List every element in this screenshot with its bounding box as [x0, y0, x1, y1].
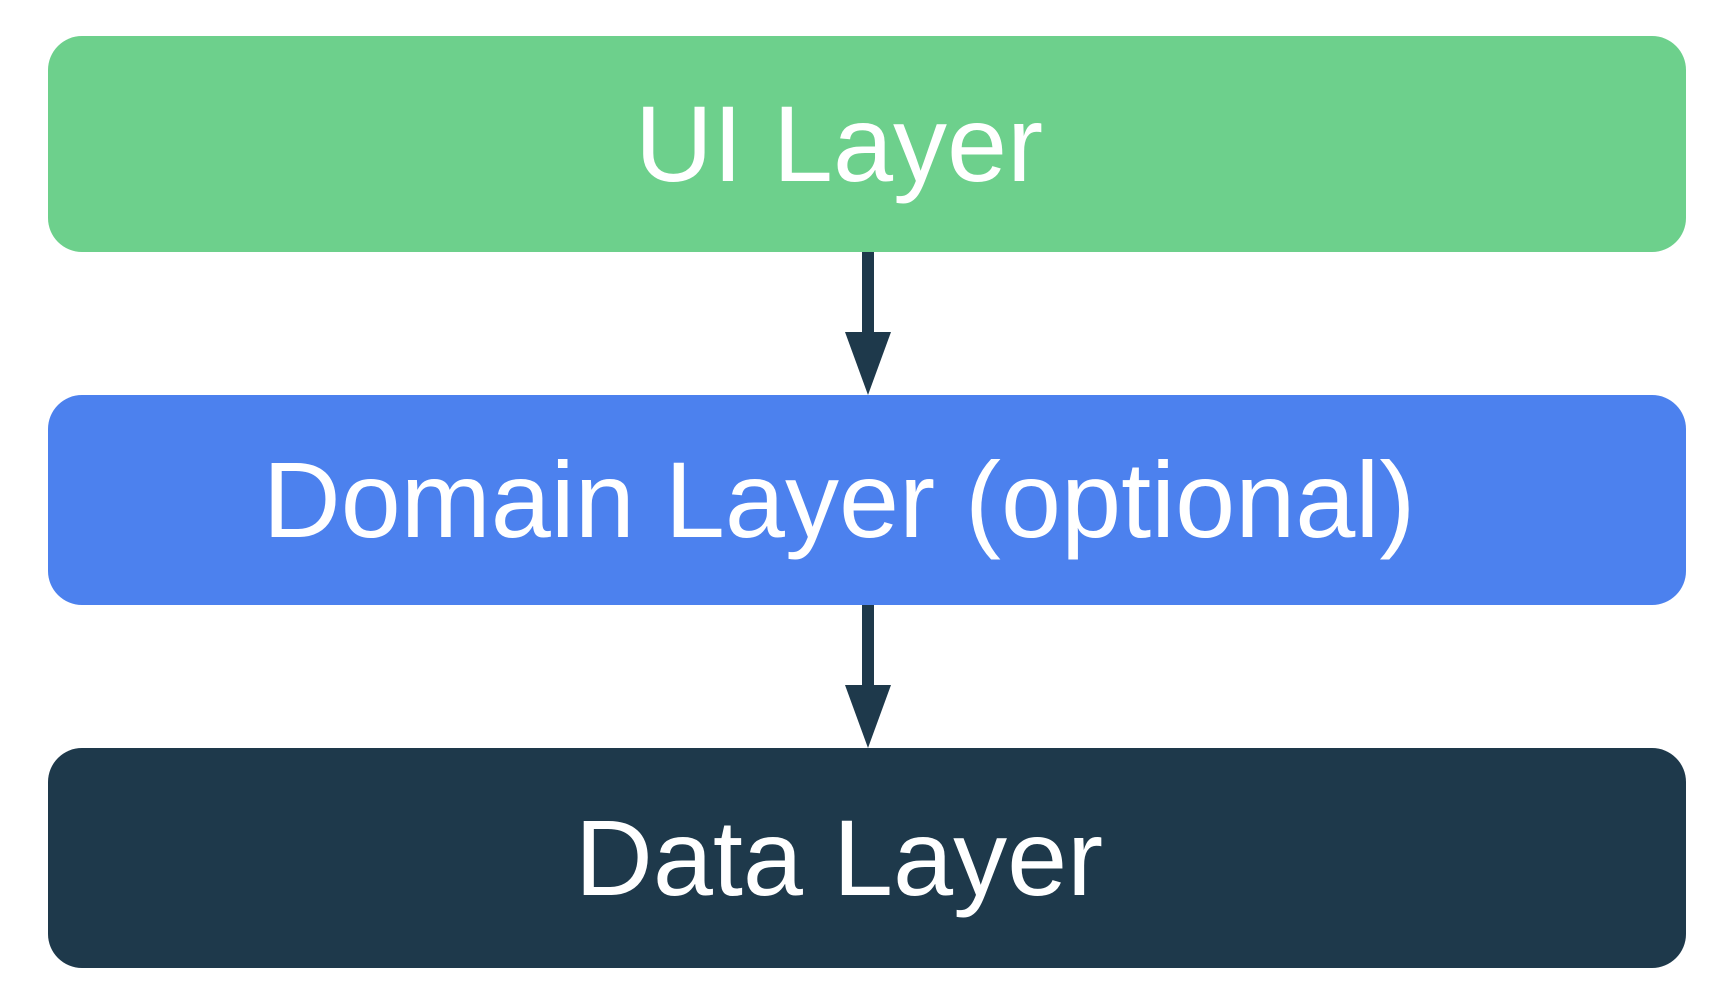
layer-label-data: Data Layer: [574, 797, 1104, 918]
layer-box-ui: UI Layer: [48, 36, 1686, 252]
layer-box-domain: Domain Layer (optional): [48, 395, 1686, 605]
arrow-down-icon: [845, 605, 891, 748]
layer-box-data: Data Layer: [48, 748, 1686, 968]
arrow-down-icon: [845, 252, 891, 395]
connector-domain-to-data: [844, 605, 892, 748]
layer-label-domain: Domain Layer (optional): [262, 439, 1416, 560]
layer-label-ui: UI Layer: [634, 83, 1044, 204]
connector-ui-to-domain: [844, 252, 892, 395]
